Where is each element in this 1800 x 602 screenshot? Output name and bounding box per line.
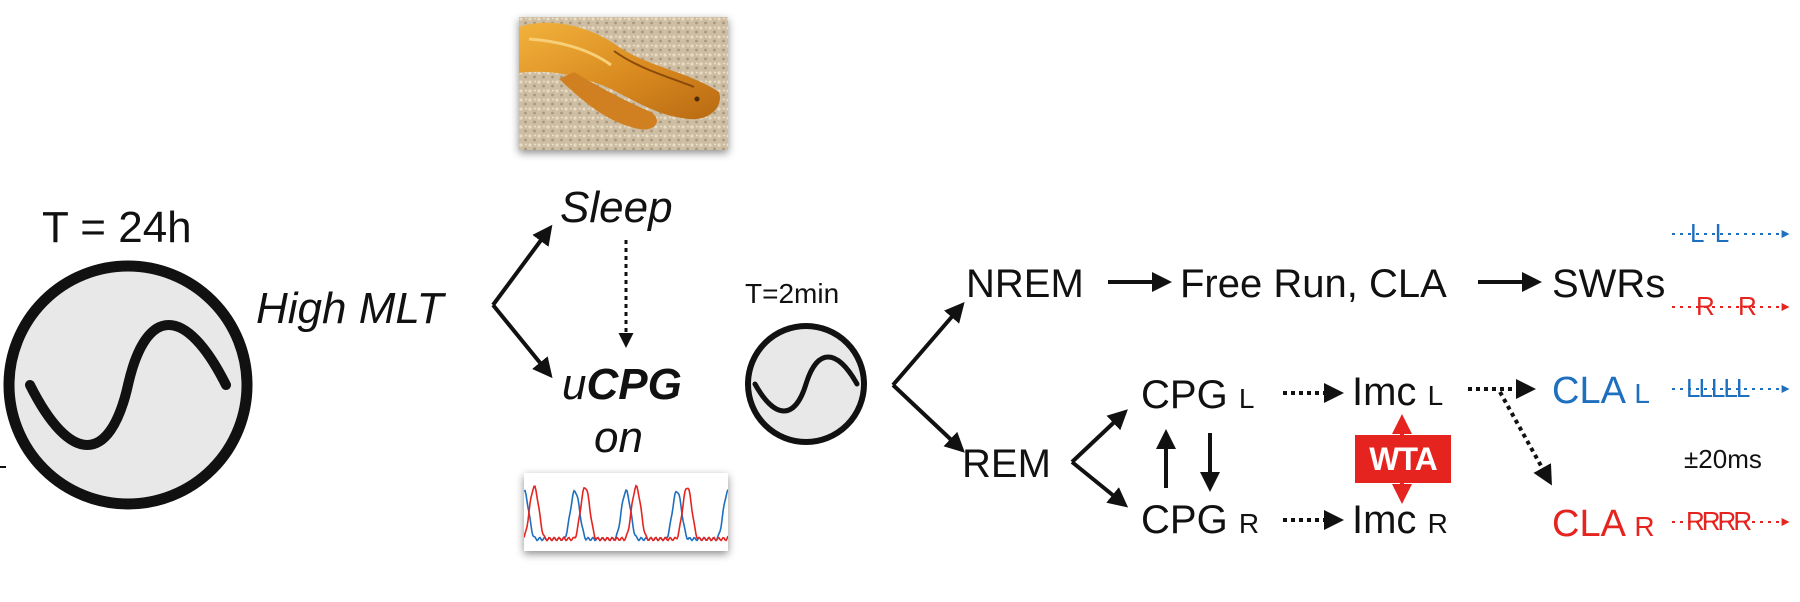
swr-r-spikes: R R: [1696, 291, 1765, 321]
imc-l-side: L: [1427, 380, 1444, 411]
cpg-r-label: CPG R: [1141, 500, 1259, 540]
imc-l-to-cla-r-arrow: [1498, 391, 1552, 486]
high-mlt-label: High MLT: [256, 284, 444, 333]
cla-r-spikes: RRRR: [1686, 506, 1752, 536]
trace-line: [524, 488, 728, 542]
cla-l-side: L: [1634, 378, 1650, 409]
swrs-label: SWRs: [1552, 262, 1666, 306]
circadian-oscillator-icon: [3, 260, 253, 510]
state-branch-arrows: [891, 301, 965, 453]
ucpg-on-label: on: [594, 413, 643, 462]
circadian-period-label: T = 24h: [42, 203, 192, 252]
sleep-label: Sleep: [560, 183, 673, 232]
ucpg-prefix: u: [562, 360, 587, 409]
cla-l-spikes: LLLLL: [1686, 373, 1750, 403]
cpg-l-side: L: [1238, 383, 1255, 414]
cpg-l-text: CPG: [1141, 373, 1228, 417]
imc-r-label: Imc R: [1352, 500, 1448, 540]
rem-label: REM: [962, 442, 1051, 486]
ultradian-period-label: T=2min: [745, 278, 840, 309]
wta-badge: WTA: [1355, 435, 1451, 483]
cpg-r-text: CPG: [1141, 498, 1228, 542]
swr-l-spikes: L L: [1690, 218, 1732, 248]
cpg-l-label: CPG L: [1141, 375, 1254, 415]
cla-l-text: CLA: [1552, 370, 1624, 412]
timing-label: ±20ms: [1684, 444, 1762, 474]
imc-l-text: Imc: [1352, 370, 1417, 414]
imc-r-side: R: [1427, 508, 1448, 539]
rem-branch-arrows: [1070, 409, 1129, 508]
sleeping-lizard-photo: [519, 17, 728, 150]
ultradian-oscillator-icon: [745, 323, 867, 445]
cla-r-label: CLA R: [1552, 505, 1655, 543]
cpg-r-side: R: [1238, 508, 1260, 539]
ucpg-trace-photo: [524, 473, 728, 551]
free-run-cla-label: Free Run, CLA: [1180, 262, 1447, 306]
imc-l-label: Imc L: [1352, 372, 1443, 412]
trace-line: [524, 484, 728, 542]
cla-l-label: CLA L: [1552, 372, 1650, 410]
cla-r-side: R: [1634, 511, 1655, 542]
ucpg-bold: CPG: [586, 360, 682, 409]
nrem-label: NREM: [966, 262, 1084, 306]
cla-r-text: CLA: [1552, 503, 1624, 545]
mlt-branch-arrows: [491, 224, 553, 379]
ucpg-label: uCPG: [562, 363, 682, 407]
imc-r-text: Imc: [1352, 498, 1417, 542]
